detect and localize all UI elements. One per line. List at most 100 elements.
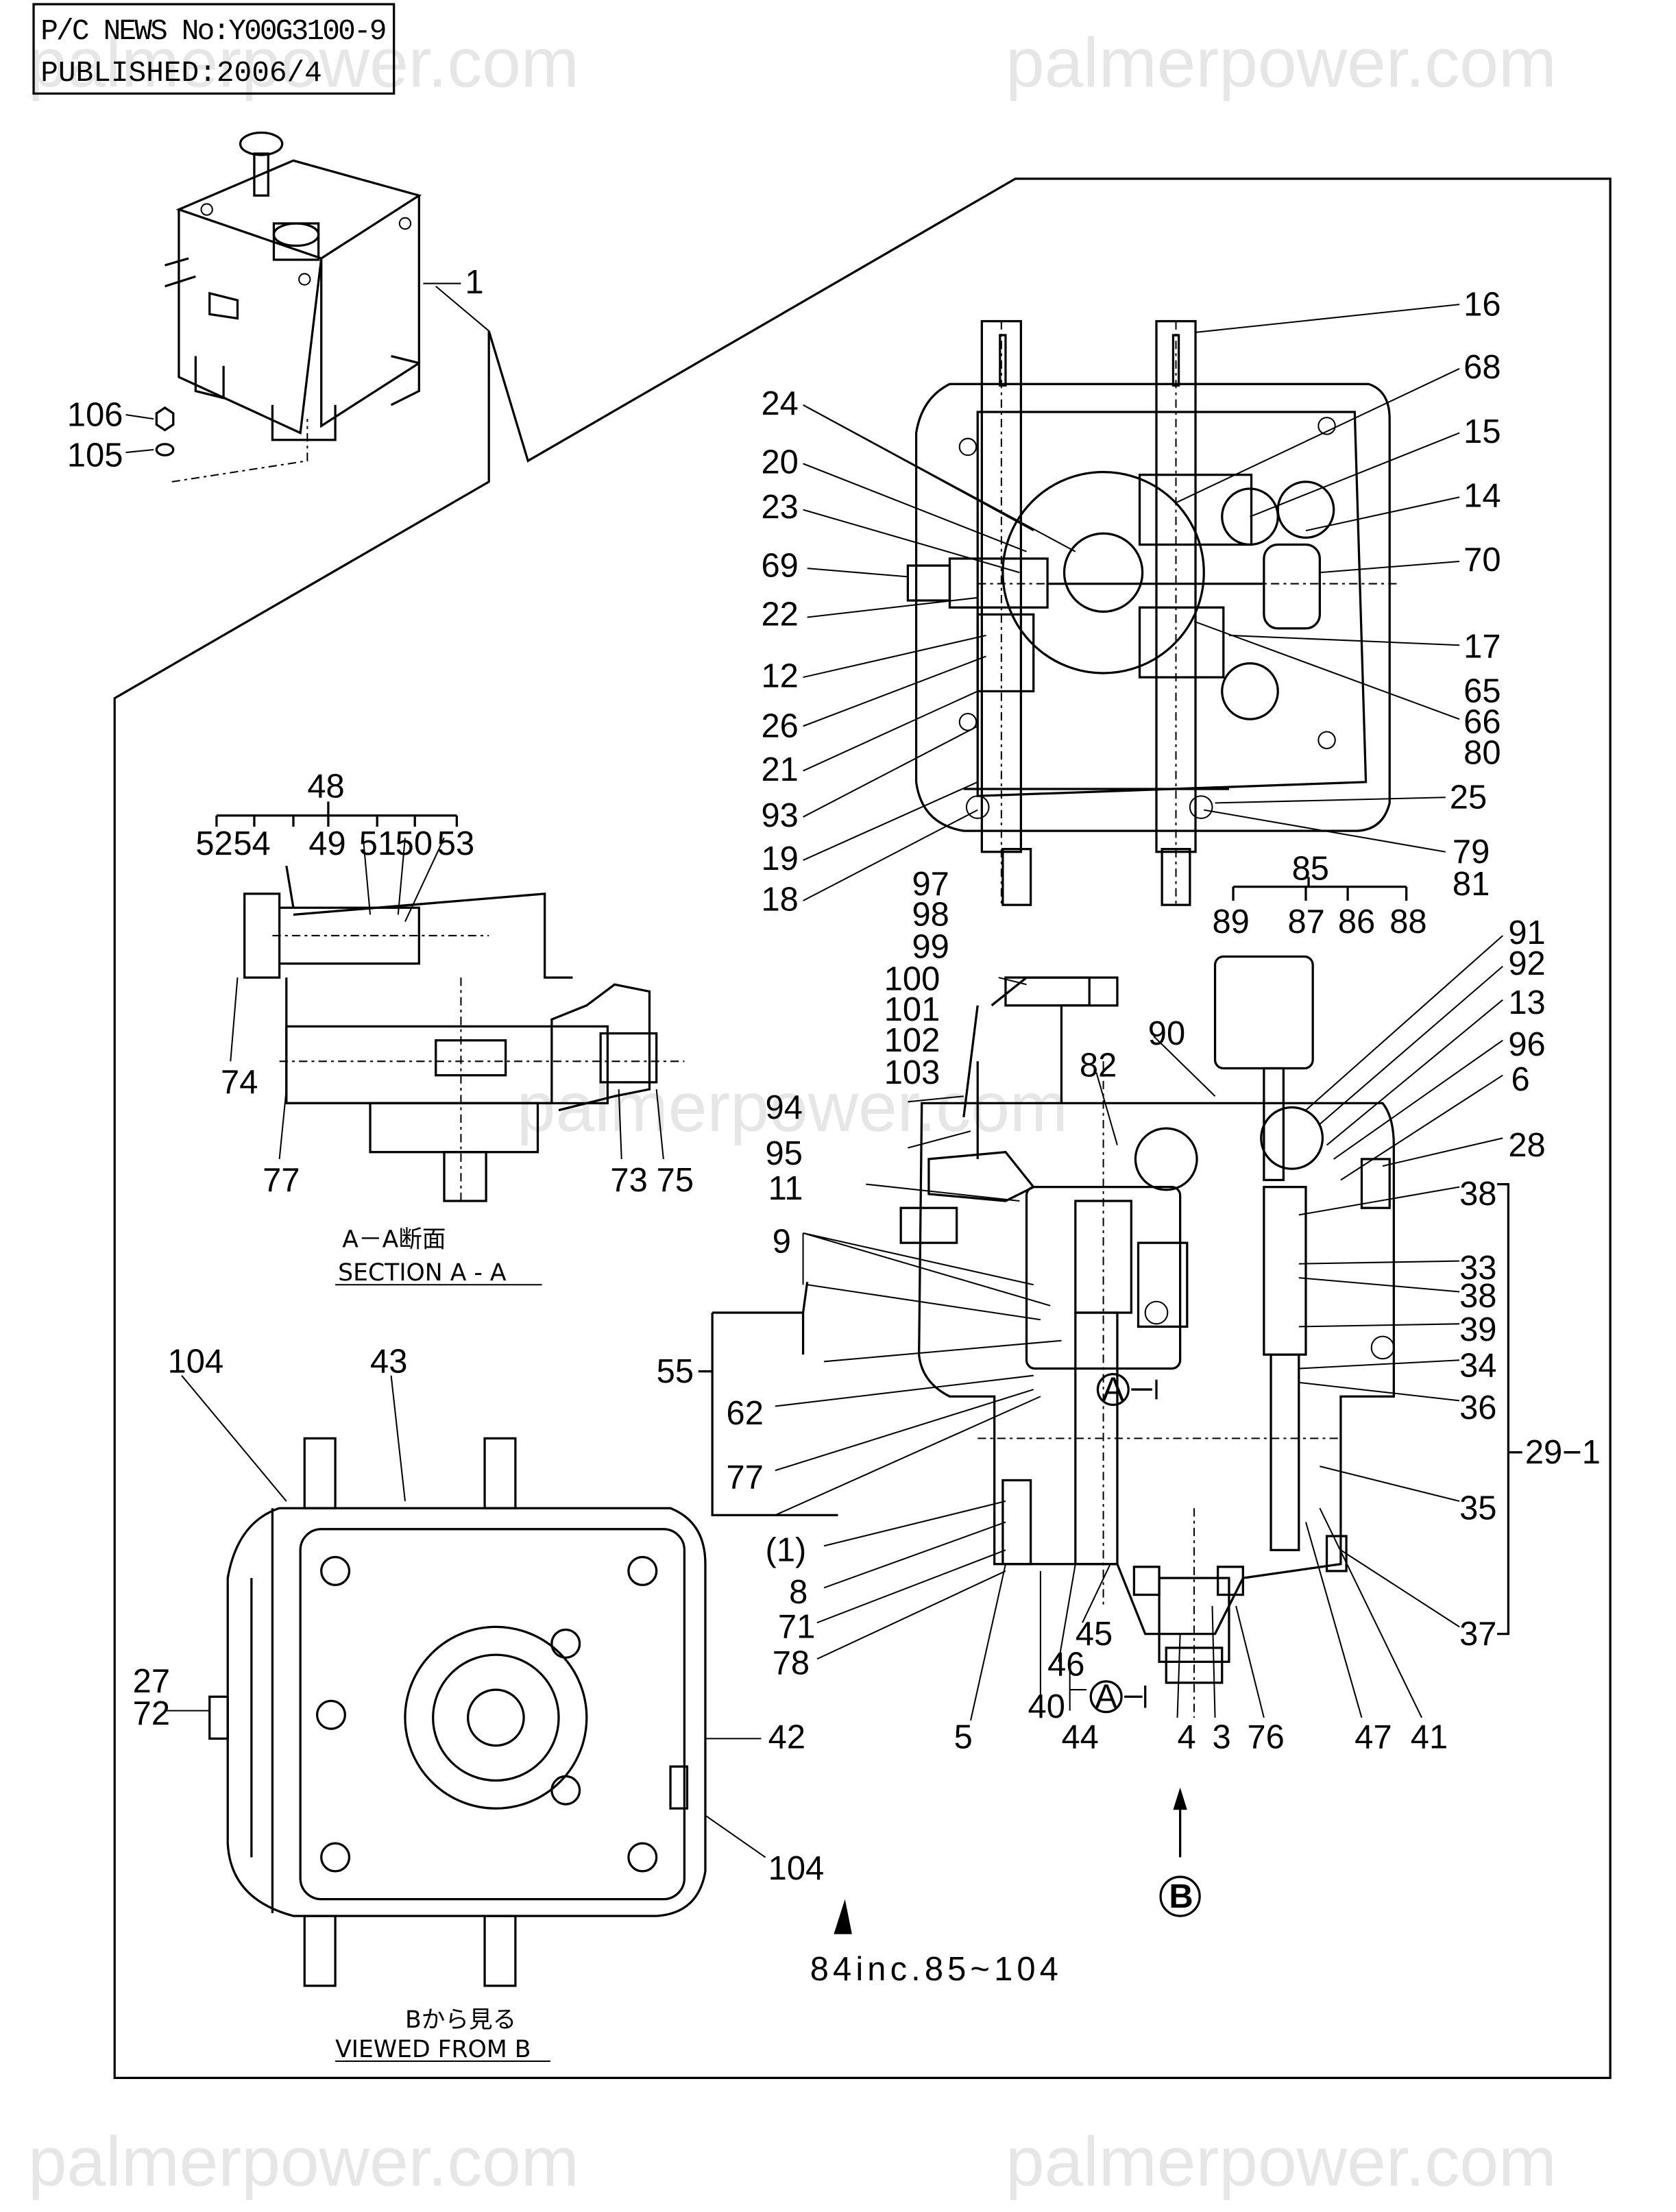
part-label-62: 62 bbox=[727, 1395, 764, 1432]
part-label-90: 90 bbox=[1148, 1015, 1185, 1052]
part-label-53: 53 bbox=[437, 825, 474, 862]
header-box: P/C NEWS No:Y00G3100-9 PUBLISHED:2006/4 bbox=[32, 3, 396, 95]
part-label-6: 6 bbox=[1511, 1061, 1529, 1098]
part-label-291: 29−1 bbox=[1525, 1434, 1601, 1471]
viewed-from-b-caption-jp: Bから見る bbox=[405, 2006, 516, 2034]
part-label-101: 101 bbox=[884, 991, 940, 1028]
part-label-105: 105 bbox=[67, 437, 123, 474]
pump-unit-isometric bbox=[125, 131, 461, 483]
part-label-104: 104 bbox=[168, 1344, 224, 1381]
news-number: P/C NEWS No:Y00G3100-9 bbox=[40, 14, 387, 48]
part-label-12: 12 bbox=[761, 657, 798, 694]
part-label-4: 4 bbox=[1178, 1719, 1196, 1756]
part-label-37: 37 bbox=[1459, 1616, 1496, 1653]
watermarks: palmerpower.com palmerpower.com palmerpo… bbox=[28, 23, 1557, 2200]
part-label-38: 38 bbox=[1459, 1278, 1496, 1315]
part-label-16: 16 bbox=[1464, 286, 1501, 323]
part-label-77: 77 bbox=[263, 1162, 300, 1199]
part-label-5: 5 bbox=[954, 1719, 973, 1756]
part-label-8: 8 bbox=[789, 1574, 807, 1611]
part-label-46: 46 bbox=[1047, 1646, 1084, 1684]
part-label-98: 98 bbox=[912, 897, 949, 934]
part-label-88: 88 bbox=[1389, 903, 1426, 940]
part-label-82: 82 bbox=[1080, 1047, 1117, 1084]
part-label-50: 50 bbox=[396, 825, 433, 862]
part-label-9: 9 bbox=[773, 1223, 791, 1260]
part-label-78: 78 bbox=[773, 1645, 810, 1682]
part-label-102: 102 bbox=[884, 1022, 940, 1059]
part-label-104: 104 bbox=[768, 1850, 825, 1887]
top-view-drawing bbox=[803, 304, 1460, 908]
part-label-75: 75 bbox=[657, 1162, 694, 1199]
viewed-from-b-caption-en: VIEWED FROM B bbox=[335, 2036, 531, 2063]
part-label-42: 42 bbox=[768, 1719, 805, 1756]
section-aa-caption-en: SECTION A - A bbox=[338, 1259, 507, 1287]
section-aa-caption-jp: A－A断面 bbox=[342, 1226, 446, 1253]
part-label-73: 73 bbox=[610, 1162, 647, 1199]
section-a-a-drawing bbox=[215, 801, 685, 1286]
part-label-95: 95 bbox=[766, 1135, 803, 1172]
view-marker-b: B bbox=[1169, 1878, 1193, 1915]
watermark: palmerpower.com bbox=[28, 23, 579, 101]
part-label-14: 14 bbox=[1464, 478, 1501, 515]
part-label-20: 20 bbox=[761, 444, 798, 481]
part-label-18: 18 bbox=[761, 881, 798, 918]
watermark: palmerpower.com bbox=[1006, 2122, 1557, 2200]
part-label-39: 39 bbox=[1459, 1311, 1496, 1348]
part-label-33: 33 bbox=[1459, 1250, 1496, 1287]
part-label-17: 17 bbox=[1464, 629, 1501, 666]
part-label-36: 36 bbox=[1459, 1389, 1496, 1426]
watermark: palmerpower.com bbox=[1006, 23, 1557, 101]
part-label-70: 70 bbox=[1464, 542, 1501, 579]
part-label-43: 43 bbox=[370, 1344, 407, 1381]
published-date: PUBLISHED:2006/4 bbox=[40, 56, 322, 90]
part-label-103: 103 bbox=[884, 1054, 940, 1091]
part-label-28: 28 bbox=[1508, 1127, 1545, 1164]
part-label-96: 96 bbox=[1508, 1026, 1545, 1063]
part-label-86: 86 bbox=[1338, 903, 1375, 940]
part-label-11: 11 bbox=[768, 1170, 803, 1207]
part-label-38: 38 bbox=[1459, 1176, 1496, 1213]
part-label-69: 69 bbox=[761, 547, 798, 584]
part-label-68: 68 bbox=[1464, 349, 1501, 386]
part-label-44: 44 bbox=[1061, 1719, 1098, 1756]
section-marker-a: A bbox=[1095, 1679, 1117, 1716]
part-label-26: 26 bbox=[761, 708, 798, 745]
part-label-54: 54 bbox=[233, 825, 270, 862]
part-label-91: 91 bbox=[1508, 914, 1545, 951]
part-label-15: 15 bbox=[1464, 413, 1501, 450]
part-label-106: 106 bbox=[67, 396, 123, 433]
part-label-49: 49 bbox=[308, 825, 345, 862]
main-cross-section-drawing: A A B bbox=[698, 877, 1522, 1917]
part-label-93: 93 bbox=[761, 797, 798, 834]
detail-frame bbox=[113, 178, 1612, 2080]
watermark: palmerpower.com bbox=[28, 2122, 579, 2200]
part-label-23: 23 bbox=[761, 489, 798, 526]
part-label-34: 34 bbox=[1459, 1348, 1496, 1385]
part-label-52: 52 bbox=[195, 825, 232, 862]
part-label-100: 100 bbox=[884, 960, 940, 997]
part-label-76: 76 bbox=[1247, 1719, 1284, 1756]
part-label-13: 13 bbox=[1508, 984, 1545, 1021]
part-label-55: 55 bbox=[657, 1353, 694, 1390]
part-label-97: 97 bbox=[912, 866, 949, 903]
viewed-from-b-drawing bbox=[165, 1375, 852, 2062]
part-label-1: 1 bbox=[465, 264, 484, 301]
part-label-3: 3 bbox=[1212, 1719, 1230, 1756]
part-label-47: 47 bbox=[1355, 1719, 1392, 1756]
part-label-89: 89 bbox=[1212, 903, 1249, 940]
part-label-19: 19 bbox=[761, 840, 798, 877]
part-label-66: 66 bbox=[1464, 704, 1501, 741]
part-label-51: 51 bbox=[359, 825, 396, 862]
part-label-25: 25 bbox=[1450, 779, 1487, 816]
part-label-21: 21 bbox=[761, 751, 798, 788]
part-label-22: 22 bbox=[761, 596, 798, 633]
part-label-41: 41 bbox=[1411, 1719, 1448, 1756]
part-label-80: 80 bbox=[1464, 734, 1501, 771]
part-label-87: 87 bbox=[1287, 903, 1324, 940]
part-label-79: 79 bbox=[1453, 834, 1490, 871]
part-label-81: 81 bbox=[1453, 866, 1490, 903]
section-marker-a: A bbox=[1102, 1371, 1125, 1408]
